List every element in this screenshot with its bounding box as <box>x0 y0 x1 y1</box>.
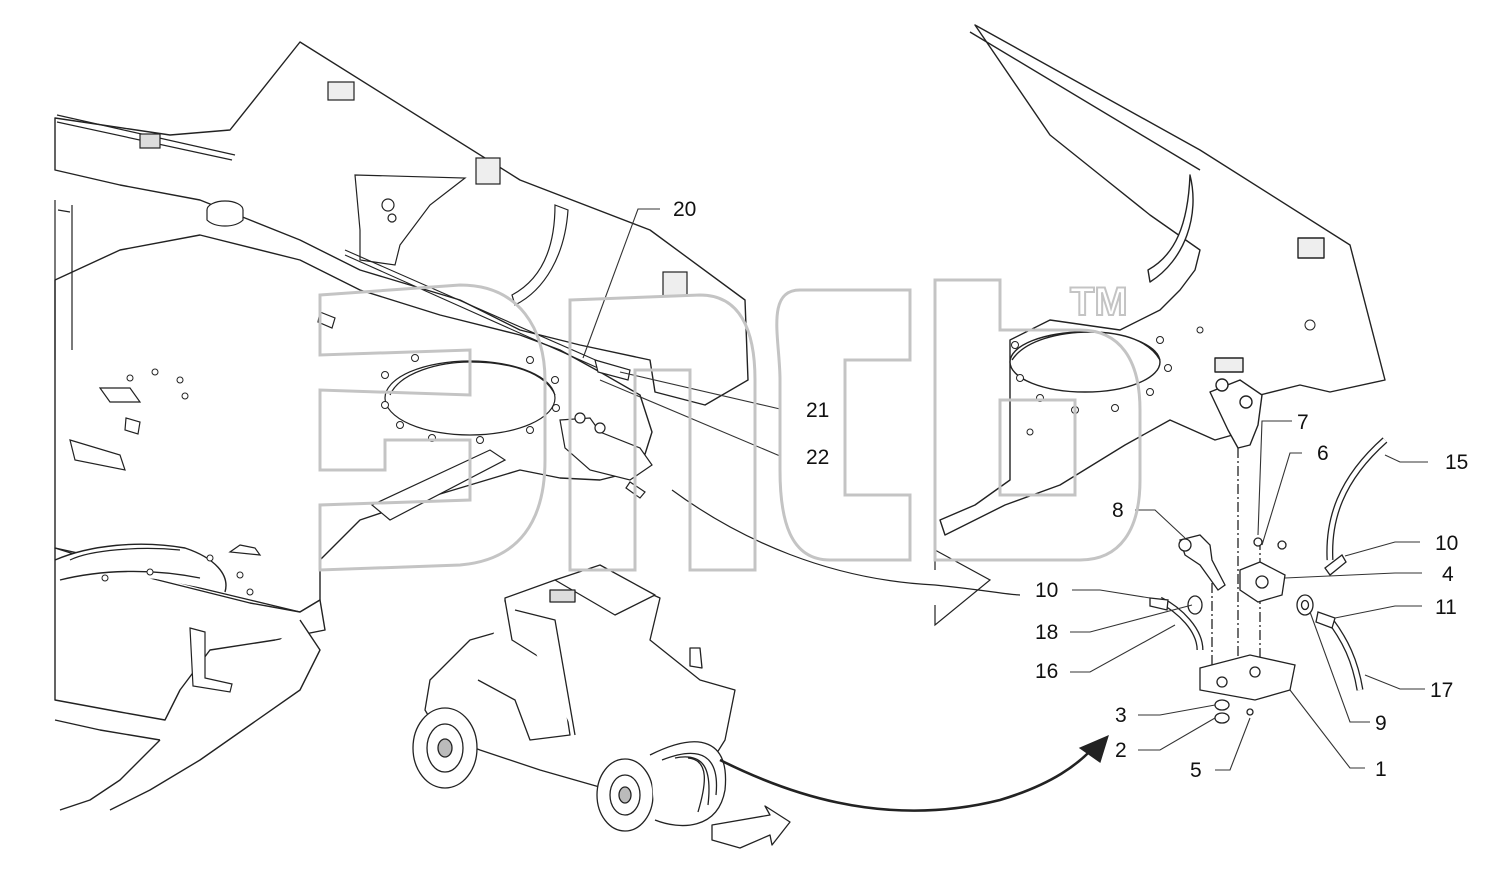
leader-18 <box>1070 604 1193 633</box>
leader-6 <box>1261 452 1302 546</box>
leader-9 <box>1309 611 1370 723</box>
leader-17 <box>1364 674 1425 690</box>
part-label-10-left: 10 <box>1035 579 1058 602</box>
leader-1 <box>1289 689 1365 769</box>
part-label-7: 7 <box>1297 411 1309 434</box>
part-label-6: 6 <box>1317 442 1329 465</box>
leader-5 <box>1215 717 1251 771</box>
part-label-15: 15 <box>1445 451 1468 474</box>
part-label-8: 8 <box>1112 499 1124 522</box>
watermark-trademark: TM <box>1070 280 1128 324</box>
part-label-2: 2 <box>1115 739 1127 762</box>
leader-8 <box>1135 509 1186 539</box>
leader-10-left <box>1072 589 1151 599</box>
leader-10-right <box>1344 541 1420 557</box>
part-label-16: 16 <box>1035 660 1058 683</box>
part-labels: 20 21 22 7 6 8 15 10 4 10 11 18 16 17 3 … <box>673 198 1468 782</box>
part-label-11: 11 <box>1435 596 1457 619</box>
part-label-1: 1 <box>1375 758 1387 781</box>
roller-vehicle <box>412 564 791 849</box>
part-label-21: 21 <box>806 399 829 422</box>
part-label-20: 20 <box>673 198 696 221</box>
left-chassis-details <box>54 81 688 693</box>
part-label-17: 17 <box>1430 679 1453 702</box>
leader-20 <box>582 208 660 359</box>
leader-15 <box>1384 454 1428 463</box>
watermark-logo <box>318 278 1142 572</box>
exploded-parts <box>1149 437 1388 724</box>
part-label-18: 18 <box>1035 621 1058 644</box>
part-label-9: 9 <box>1375 712 1387 735</box>
part-label-3: 3 <box>1115 704 1127 727</box>
part-label-10-right: 10 <box>1435 532 1458 555</box>
leader-21 <box>619 371 781 410</box>
leader-2 <box>1138 717 1216 751</box>
part-label-5: 5 <box>1190 759 1202 782</box>
leader-16 <box>1070 624 1176 673</box>
part-label-4: 4 <box>1442 563 1454 586</box>
callout-leaders <box>582 208 1428 771</box>
leader-4 <box>1284 572 1422 579</box>
part-label-22: 22 <box>806 446 829 469</box>
flow-arrows <box>671 489 1109 812</box>
leader-7 <box>1257 420 1292 536</box>
leader-3 <box>1138 704 1216 716</box>
leader-11 <box>1334 605 1422 619</box>
